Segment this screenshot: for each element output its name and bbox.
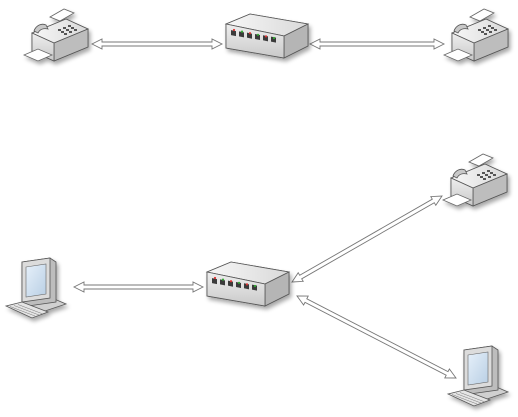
top-row [23,8,509,62]
fax-machine-icon [443,8,509,62]
desktop-computer-icon [5,257,67,319]
fax-machine-icon [442,153,508,207]
double-headed-arrow [308,38,446,50]
double-headed-arrow [72,281,205,293]
fax-machine-icon [23,8,89,62]
network-switch-icon [206,261,290,307]
double-headed-arrow [90,38,224,50]
links [72,38,457,379]
double-headed-arrow [296,295,457,379]
network-switch-icon [225,13,309,59]
double-headed-arrow [291,195,443,283]
desktop-computer-icon [447,345,509,407]
